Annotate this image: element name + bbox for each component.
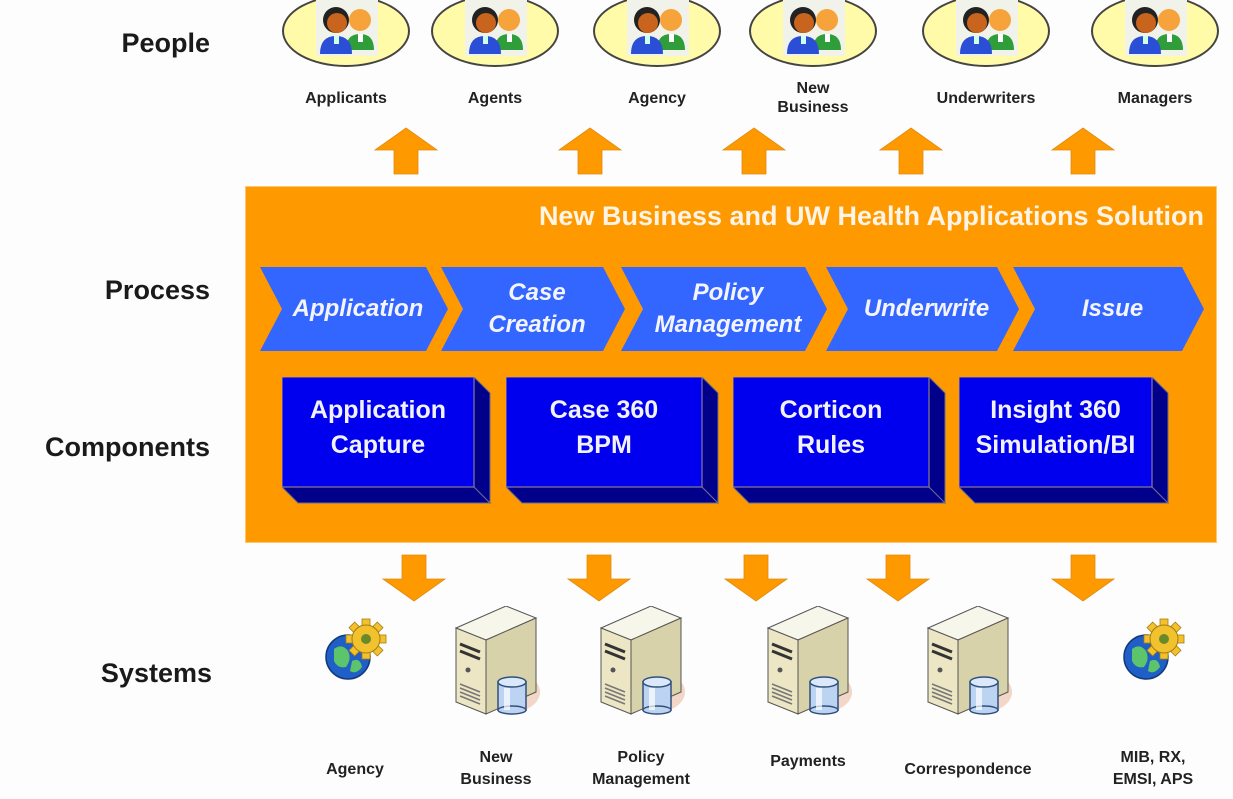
person-group <box>282 0 412 70</box>
person-group <box>749 0 879 70</box>
arrow-down-icon <box>865 554 931 602</box>
arrow-up-icon <box>373 127 439 175</box>
arrow-up-icon <box>557 127 623 175</box>
server-database-icon <box>766 606 852 715</box>
arrow-down-icon <box>566 554 632 602</box>
system-label: Agency <box>326 761 384 778</box>
solution-panel: New Business and UW Health Applications … <box>245 186 1217 543</box>
process-step-label: Issue <box>1081 295 1144 322</box>
system-label: Correspondence <box>904 761 1032 778</box>
arrow-up-icon <box>721 127 787 175</box>
arrow-up-icon <box>878 127 944 175</box>
globe-gear-icon <box>1123 618 1185 680</box>
person-group <box>431 0 561 70</box>
globe-gear-icon <box>325 618 387 680</box>
row-label-systems: Systems <box>100 658 212 688</box>
process-step-label: Application <box>292 295 424 322</box>
people-icon <box>316 0 378 56</box>
row-label-people: People <box>121 28 210 58</box>
person-label: Agents <box>467 90 523 107</box>
row-label-components: Components <box>45 432 210 462</box>
component-box <box>959 377 1170 505</box>
solution-title: New Business and UW Health Applications … <box>538 201 1204 231</box>
people-icon <box>1125 0 1187 56</box>
person-group <box>593 0 723 70</box>
process-chevron <box>621 267 827 351</box>
person-label: Managers <box>1117 90 1193 107</box>
person-label: Underwriters <box>936 90 1036 107</box>
component-box <box>506 377 720 505</box>
people-icon <box>956 0 1018 56</box>
server-database-icon <box>599 606 685 715</box>
row-label-process: Process <box>104 275 210 305</box>
system-label: MIB, RX,EMSI, APS <box>1112 749 1194 788</box>
system-label: Payments <box>770 753 846 770</box>
server-database-icon <box>454 606 540 715</box>
people-icon <box>465 0 527 56</box>
person-label: Agency <box>628 90 686 107</box>
component-box <box>733 377 947 505</box>
process-chevron <box>826 267 1019 351</box>
arrow-up-icon <box>1050 127 1116 175</box>
people-icon <box>783 0 845 56</box>
process-chevron <box>1013 267 1204 351</box>
server-database-icon <box>926 606 1012 715</box>
person-group <box>1091 0 1221 70</box>
process-step-label: Underwrite <box>863 295 990 322</box>
arrow-down-icon <box>1050 554 1116 602</box>
process-chevron <box>441 267 625 351</box>
process-chevron <box>260 267 448 351</box>
person-label: Applicants <box>305 90 387 107</box>
arrow-down-icon <box>381 554 447 602</box>
arrow-down-icon <box>723 554 789 602</box>
person-group <box>922 0 1052 70</box>
component-box <box>282 377 492 505</box>
people-icon <box>627 0 689 56</box>
